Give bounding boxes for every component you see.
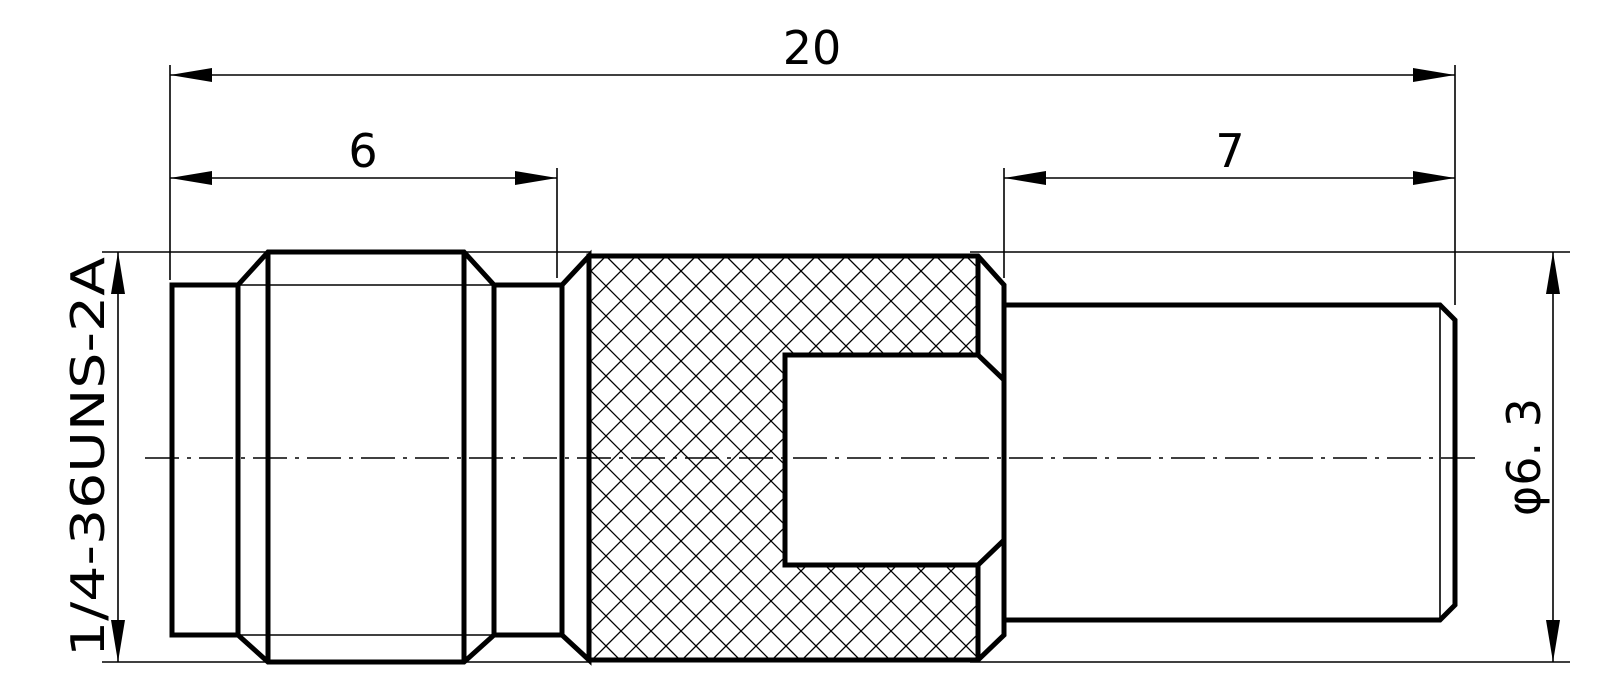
extension-lines <box>102 65 1570 663</box>
sleeve-diameter-label: φ6. 3 <box>1497 398 1551 516</box>
knurl-line <box>1266 256 1602 660</box>
knurl-line <box>891 256 978 660</box>
thread-stub <box>169 282 241 638</box>
knurl-line <box>861 256 978 660</box>
connector-body <box>0 249 1602 666</box>
knurl-line <box>875 256 978 660</box>
knurl-line <box>589 256 681 660</box>
neck <box>491 282 565 638</box>
crimp-sleeve <box>1001 302 1458 623</box>
dimension-sleeve-diameter: φ6. 3 <box>1497 252 1560 662</box>
overall-length-label: 20 <box>783 21 842 75</box>
knurl-line <box>589 256 711 660</box>
knurl-line <box>831 256 978 660</box>
knurl-line <box>0 256 66 660</box>
knurl-line <box>589 256 741 660</box>
dimension-thread-length: 6 <box>170 124 557 185</box>
knurl-line <box>589 256 787 660</box>
knurl-line <box>589 256 817 660</box>
knurl-line <box>785 256 978 660</box>
knurl-line <box>589 256 727 660</box>
dimension-overall-length: 20 <box>170 21 1455 82</box>
knurl-line <box>589 256 757 660</box>
sleeve-length-label: 7 <box>1215 124 1244 178</box>
knurl-line <box>589 256 667 660</box>
coupling-nut <box>235 249 497 665</box>
dimension-sleeve-length: 7 <box>1004 124 1455 185</box>
knurl-line <box>0 256 6 660</box>
inner-bore <box>782 352 1007 568</box>
knurl-line <box>0 256 276 660</box>
knurl-line <box>0 256 230 660</box>
knurl-line <box>905 256 978 660</box>
knurl-line <box>845 256 978 660</box>
knurl-line <box>589 256 978 660</box>
thread-spec-label: 1/4-36UNS-2A <box>61 256 115 657</box>
knurl-line <box>0 256 36 660</box>
knurl-line <box>589 256 937 660</box>
knurl-line <box>589 256 697 660</box>
knurl-line <box>589 256 771 660</box>
knurl-line <box>589 256 831 660</box>
knurl-line <box>815 256 978 660</box>
thread-length-label: 6 <box>348 124 377 178</box>
knurl-line <box>801 256 978 660</box>
dimension-thread-spec: 1/4-36UNS-2A <box>61 252 125 662</box>
